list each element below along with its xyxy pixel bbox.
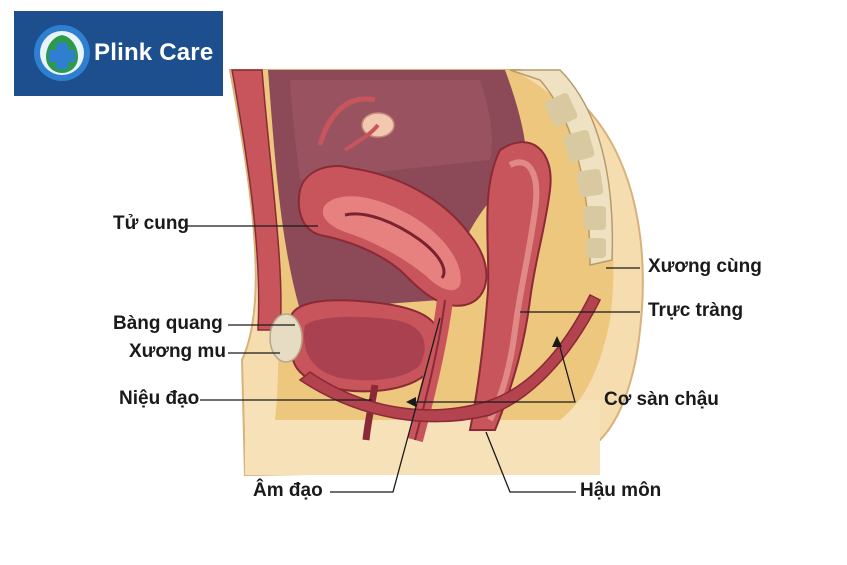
label-rectum: Trực tràng: [648, 300, 744, 321]
uterus: [297, 165, 488, 307]
leader-vagina: [330, 317, 441, 493]
bladder: [287, 299, 442, 393]
leader-lines: [187, 225, 640, 493]
sacrum-bone: [509, 69, 614, 266]
label-bladder: Bàng quang: [113, 313, 223, 334]
pubic-bone: [269, 313, 303, 363]
brand-name: Plink Care: [94, 39, 214, 66]
label-pelvic-floor: Cơ sàn chậu: [604, 389, 719, 410]
rectum: [468, 141, 552, 431]
arrowhead-pelvic-floor-left: [406, 397, 416, 407]
brand-logo: Plink Care: [14, 11, 223, 96]
plus-shield-icon: [34, 25, 90, 81]
label-uterus: Tử cung: [113, 213, 190, 234]
label-anus: Hậu môn: [580, 480, 662, 501]
ovary-tube: [317, 96, 395, 152]
label-sacrum: Xương cùng: [648, 256, 762, 277]
label-urethra: Niệu đạo: [119, 388, 200, 409]
leader-pelvic-floor: [408, 339, 576, 403]
label-vagina: Âm đạo: [253, 480, 323, 501]
pelvic-floor-muscle: [298, 293, 602, 423]
leader-anus: [485, 431, 576, 493]
arrowhead-pelvic-floor-up: [552, 336, 562, 347]
label-pubic-bone: Xương mu: [129, 341, 226, 362]
